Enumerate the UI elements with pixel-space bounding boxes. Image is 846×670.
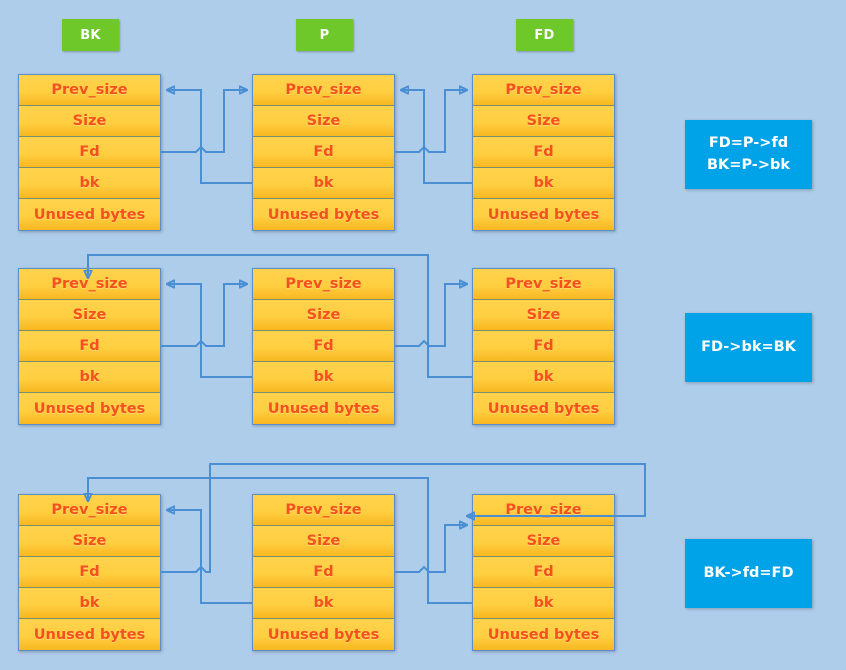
callout-row2-line1: FD->bk=BK xyxy=(701,338,796,355)
chunk-field-prev-size: Prev_size xyxy=(253,75,394,106)
chunk-field-prev-size: Prev_size xyxy=(19,269,160,300)
arrow-row2-bk-fd-to-p xyxy=(161,284,247,347)
chunk-row3-fd: Prev_size Size Fd bk Unused bytes xyxy=(472,494,615,651)
arrow-row3-p-bk-to-bk xyxy=(167,510,252,604)
arrow-row2-p-fd-to-fd xyxy=(395,284,467,347)
chunk-field-size: Size xyxy=(473,106,614,137)
chunk-field-prev-size: Prev_size xyxy=(473,269,614,300)
chunk-field-unused: Unused bytes xyxy=(253,199,394,230)
chunk-field-unused: Unused bytes xyxy=(473,199,614,230)
callout-row1-line2: BK=P->bk xyxy=(707,156,790,173)
chunk-field-unused: Unused bytes xyxy=(473,393,614,424)
arrow-row1-p-bk-to-bk xyxy=(167,90,252,184)
chunk-field-prev-size: Prev_size xyxy=(19,75,160,106)
chunk-field-unused: Unused bytes xyxy=(253,393,394,424)
callout-row1-line1: FD=P->fd xyxy=(708,135,789,152)
chunk-field-fd: Fd xyxy=(19,137,160,168)
arrow-row2-p-bk-to-bk xyxy=(167,284,252,378)
chunk-field-bk: bk xyxy=(473,168,614,199)
chunk-field-unused: Unused bytes xyxy=(19,199,160,230)
arrow-row1-fd-bk-to-p xyxy=(401,90,472,184)
chunk-field-bk: bk xyxy=(19,168,160,199)
chunk-field-size: Size xyxy=(253,526,394,557)
chunk-field-fd: Fd xyxy=(473,137,614,168)
chunk-field-fd: Fd xyxy=(253,137,394,168)
chunk-field-prev-size: Prev_size xyxy=(473,495,614,526)
chunk-field-bk: bk xyxy=(253,362,394,393)
chunk-row3-bk: Prev_size Size Fd bk Unused bytes xyxy=(18,494,161,651)
chunk-row1-bk: Prev_size Size Fd bk Unused bytes xyxy=(18,74,161,231)
chunk-field-prev-size: Prev_size xyxy=(19,495,160,526)
arrow-row1-bk-fd-to-p xyxy=(161,90,247,153)
pointer-label-bk: BK xyxy=(62,19,119,51)
chunk-field-fd: Fd xyxy=(253,331,394,362)
pointer-label-bk-text: BK xyxy=(80,27,101,43)
chunk-field-bk: bk xyxy=(473,588,614,619)
pointer-label-fd: FD xyxy=(516,19,573,51)
chunk-field-bk: bk xyxy=(19,588,160,619)
chunk-field-fd: Fd xyxy=(473,557,614,588)
chunk-row2-p: Prev_size Size Fd bk Unused bytes xyxy=(252,268,395,425)
arrow-row1-p-fd-to-fd xyxy=(395,90,467,153)
chunk-field-size: Size xyxy=(19,106,160,137)
callout-row3: BK->fd=FD xyxy=(685,539,812,608)
chunk-field-size: Size xyxy=(473,300,614,331)
chunk-field-prev-size: Prev_size xyxy=(473,75,614,106)
pointer-label-fd-text: FD xyxy=(534,27,555,43)
callout-row3-line1: BK->fd=FD xyxy=(703,564,794,581)
chunk-field-unused: Unused bytes xyxy=(253,619,394,650)
chunk-field-bk: bk xyxy=(473,362,614,393)
chunk-row2-fd: Prev_size Size Fd bk Unused bytes xyxy=(472,268,615,425)
chunk-field-size: Size xyxy=(19,300,160,331)
chunk-field-size: Size xyxy=(473,526,614,557)
chunk-field-size: Size xyxy=(253,300,394,331)
chunk-field-size: Size xyxy=(19,526,160,557)
chunk-row2-bk: Prev_size Size Fd bk Unused bytes xyxy=(18,268,161,425)
chunk-field-unused: Unused bytes xyxy=(473,619,614,650)
chunk-field-bk: bk xyxy=(19,362,160,393)
chunk-field-prev-size: Prev_size xyxy=(253,495,394,526)
pointer-label-p-text: P xyxy=(319,27,330,43)
chunk-field-fd: Fd xyxy=(19,557,160,588)
chunk-field-unused: Unused bytes xyxy=(19,619,160,650)
callout-row2: FD->bk=BK xyxy=(685,313,812,382)
chunk-field-fd: Fd xyxy=(253,557,394,588)
chunk-field-bk: bk xyxy=(253,588,394,619)
chunk-field-fd: Fd xyxy=(473,331,614,362)
chunk-row1-p: Prev_size Size Fd bk Unused bytes xyxy=(252,74,395,231)
chunk-field-size: Size xyxy=(253,106,394,137)
arrow-row3-p-fd-to-fd xyxy=(395,525,467,573)
chunk-field-unused: Unused bytes xyxy=(19,393,160,424)
chunk-row1-fd: Prev_size Size Fd bk Unused bytes xyxy=(472,74,615,231)
chunk-field-bk: bk xyxy=(253,168,394,199)
pointer-label-p: P xyxy=(296,19,353,51)
chunk-field-prev-size: Prev_size xyxy=(253,269,394,300)
chunk-row3-p: Prev_size Size Fd bk Unused bytes xyxy=(252,494,395,651)
callout-row1: FD=P->fd BK=P->bk xyxy=(685,120,812,189)
chunk-field-fd: Fd xyxy=(19,331,160,362)
